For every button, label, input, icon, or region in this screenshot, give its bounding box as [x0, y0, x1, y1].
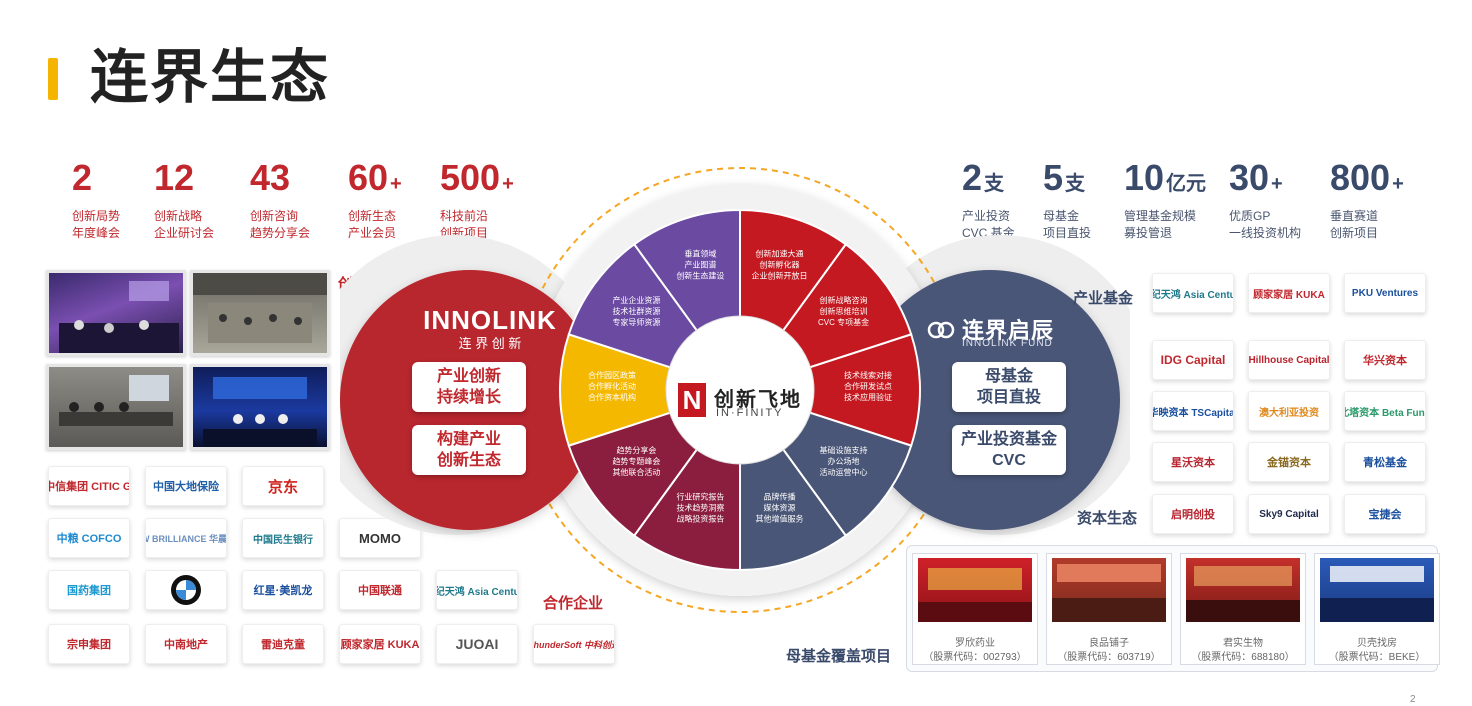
- fund-logo-hillhouse: Hillhouse Capital: [1248, 340, 1330, 380]
- partner-logo-macalline: 红星·美凯龙: [242, 570, 324, 610]
- stat-summits: 2 创新局势年度峰会: [72, 157, 121, 241]
- wheel-segment-label: 品牌传播媒体资源其他增值服务: [756, 492, 804, 524]
- innolink-fund-name: 连界启辰: [962, 318, 1055, 343]
- fund-logo-huaxing: 华兴资本: [1344, 340, 1426, 380]
- wheel-segment: [559, 333, 744, 447]
- project-card-liangpin: 良品铺子 （股票代码：603719）: [1046, 553, 1172, 665]
- event-photo-3: [46, 364, 186, 450]
- wheel-segment-label: 技术线索对接合作研发试点技术应用验证: [844, 370, 892, 402]
- wheel-segment-label: 趋势分享会趋势专题峰会其他联合活动: [612, 445, 660, 477]
- wheel-segment: [736, 333, 921, 447]
- fund-logo-pku-ventures: PKU Ventures: [1344, 273, 1426, 313]
- event-photo-2: [190, 270, 330, 356]
- project-card-luoxin: 罗欣药业 （股票代码：002793）: [912, 553, 1038, 665]
- stat-consulting: 43 创新咨询趋势分享会: [250, 157, 311, 241]
- partner-logo-cofco: 中粮 COFCO: [48, 518, 130, 558]
- label-partners: 合作企业: [543, 595, 604, 612]
- title-accent-bar: [48, 58, 58, 100]
- partner-logo-kuka: 顾家家居 KUKA: [339, 624, 421, 664]
- partner-logo-unicom: 中国联通: [339, 570, 421, 610]
- innolink-fund-subtitle: INNOLINK FUND: [962, 338, 1053, 349]
- innolink-logo-text: INNOLINK: [423, 305, 557, 335]
- wheel-segment-label: 行业研究报告技术趋势洞察战略投资报告: [676, 492, 724, 524]
- stat-members: 60+ 创新生态产业会员: [348, 157, 402, 241]
- innolink-card-ecosystem: 构建产业 创新生态: [412, 425, 526, 475]
- fund-logo-baojiehui: 宝捷会: [1344, 494, 1426, 534]
- page-number: 2: [1410, 694, 1416, 705]
- wheel-segment-label: 垂直领域产业图谱创新生态建设: [676, 248, 724, 280]
- fund-logo-tscapital: 华映资本 TSCapital: [1152, 391, 1234, 431]
- partner-logo-bmw: [145, 570, 227, 610]
- partner-logo-zongshen: 宗申集团: [48, 624, 130, 664]
- page-title: 连界生态: [90, 45, 331, 110]
- fund-logo-idg: IDG Capital: [1152, 340, 1234, 380]
- fund-card-fof: 母基金 项目直投: [952, 362, 1066, 412]
- fund-logo-kuka: 顾家家居 KUKA: [1248, 273, 1330, 313]
- innolink-card-growth: 产业创新 持续增长: [412, 362, 526, 412]
- wheel-segment-label: 创新加速大通创新孵化器企业创新开放日: [752, 248, 808, 280]
- fund-logo-asia-century: 世纪天鸿 Asia Century: [1152, 273, 1234, 313]
- event-photo-4: [190, 364, 330, 450]
- event-photo-1: [46, 270, 186, 356]
- stat-seminars: 12 创新战略企业研讨会: [154, 157, 215, 241]
- partner-logo-juoai: JUOAI: [436, 624, 518, 664]
- fund-logo-xingwo: 星沃资本: [1152, 442, 1234, 482]
- fund-logo-jinmao: 金锚资本: [1248, 442, 1330, 482]
- partner-logo-redick: 雷迪克童: [242, 624, 324, 664]
- fund-logo-qingsong: 青松基金: [1344, 442, 1426, 482]
- wheel-segment-label: 基础设施支持办公场地活动运营中心: [820, 445, 868, 477]
- innolink-fund-icon: [926, 315, 956, 345]
- partner-logo-thundersoft: ThunderSoft 中科创达: [533, 624, 615, 664]
- center-disc: [665, 315, 815, 465]
- project-card-beike: 贝壳找房 （股票代码：BEKE）: [1314, 553, 1440, 665]
- partner-logo-minsheng: 中国民生银行: [242, 518, 324, 558]
- wheel-segment-label: 产业企业资源技术社群资源专家导师资源: [612, 295, 660, 327]
- fund-logo-sky9: Sky9 Capital: [1248, 494, 1330, 534]
- partner-logo-dadi: 中国大地保险: [145, 466, 227, 506]
- partner-logo-citic: 中国中信集团 CITIC Group: [48, 466, 130, 506]
- center-en-name: IN·FINITY: [716, 407, 784, 419]
- label-industry-fund: 产业基金: [1073, 290, 1134, 307]
- center-name: 创新飞地: [714, 389, 802, 411]
- fund-logo-beta-fund: 北塔资本 Beta Fund: [1344, 391, 1426, 431]
- project-card-junshi: 君实生物 （股票代码：688180）: [1180, 553, 1306, 665]
- label-fof-projects: 母基金覆盖项目: [786, 648, 892, 665]
- fund-logo-aus-invest: 澳大利亚投资: [1248, 391, 1330, 431]
- partner-logo-bmw-brilliance: BMW BRILLIANCE 华晨宝马: [145, 518, 227, 558]
- stat-tracks: 800+ 垂直赛道创新项目: [1330, 157, 1404, 241]
- fund-card-cvc: 产业投资基金 CVC: [952, 425, 1066, 475]
- label-capital-ecosystem: 资本生态: [1077, 510, 1138, 527]
- partner-logo-zhongnan: 中南地产: [145, 624, 227, 664]
- wheel-segment-label: 合作园区政策合作孵化活动合作资本机构: [588, 370, 636, 402]
- partner-logo-sinopharm: 国药集团: [48, 570, 130, 610]
- partner-logo-jd: 京东: [242, 466, 324, 506]
- partner-logo-asia-century: 世纪天鸿 Asia Century: [436, 570, 518, 610]
- infinity-logo-icon: N: [678, 383, 706, 417]
- bmw-roundel-icon: [171, 575, 201, 605]
- innolink-subtitle: 连 界 创 新: [458, 336, 522, 351]
- fund-logo-qiming: 启明创投: [1152, 494, 1234, 534]
